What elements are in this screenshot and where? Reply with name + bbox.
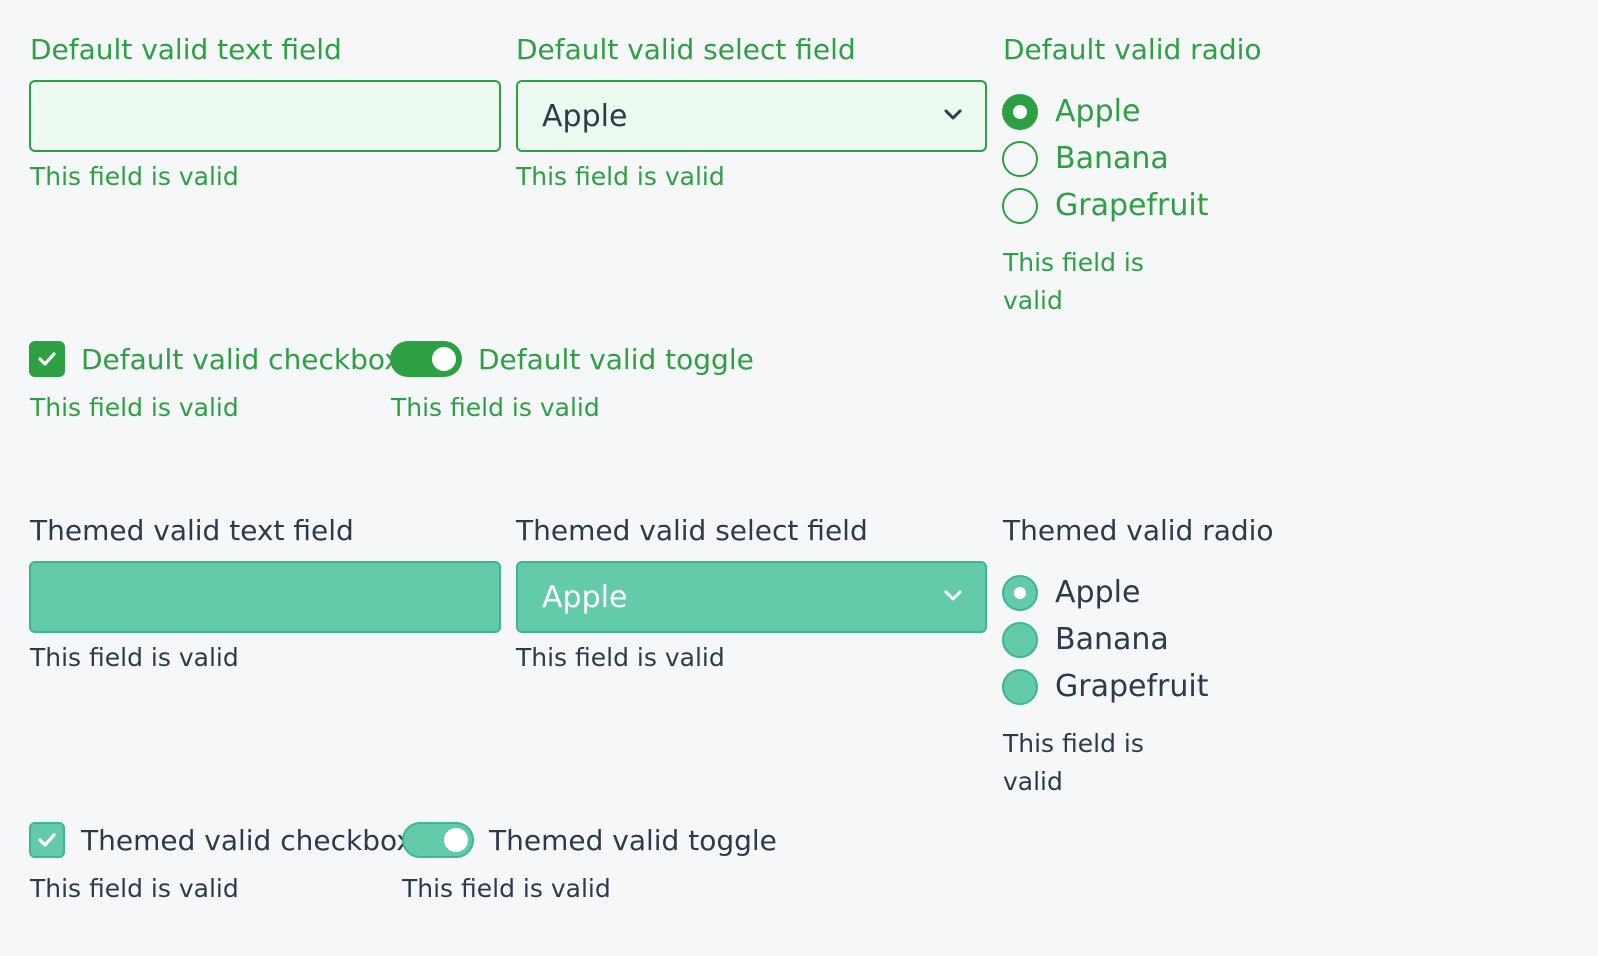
default-text-field-input[interactable] <box>29 80 501 152</box>
default-radio-label: Default valid radio <box>1003 33 1262 66</box>
themed-text-field-label: Themed valid text field <box>30 514 354 547</box>
default-radio-banana[interactable] <box>1002 141 1038 177</box>
default-select-value: Apple <box>542 99 628 134</box>
default-select-field[interactable]: Apple <box>516 80 987 152</box>
check-icon <box>38 833 56 847</box>
default-toggle-help: This field is valid <box>391 393 600 422</box>
themed-text-field-help: This field is valid <box>30 643 239 672</box>
themed-radio-label: Themed valid radio <box>1003 514 1274 547</box>
toggle-knob <box>432 347 456 371</box>
default-select-field-label: Default valid select field <box>516 33 856 66</box>
themed-toggle[interactable] <box>402 822 474 858</box>
default-checkbox[interactable] <box>29 341 65 377</box>
default-checkbox-help: This field is valid <box>30 393 239 422</box>
themed-checkbox-label: Themed valid checkbox <box>81 824 413 857</box>
default-radio-banana-label: Banana <box>1055 141 1169 176</box>
check-icon <box>38 352 56 366</box>
default-checkbox-label: Default valid checkbox <box>81 343 401 376</box>
themed-toggle-help: This field is valid <box>402 874 611 903</box>
themed-checkbox-help: This field is valid <box>30 874 239 903</box>
themed-radio-grapefruit-label: Grapefruit <box>1055 669 1209 704</box>
themed-select-value: Apple <box>542 580 628 615</box>
themed-checkbox[interactable] <box>29 822 65 858</box>
themed-radio-banana-label: Banana <box>1055 622 1169 657</box>
themed-toggle-label: Themed valid toggle <box>489 824 777 857</box>
default-toggle[interactable] <box>390 341 462 377</box>
default-radio-apple-label: Apple <box>1055 94 1141 129</box>
themed-select-field-help: This field is valid <box>516 643 725 672</box>
themed-select-field[interactable]: Apple <box>516 561 987 633</box>
themed-select-field-label: Themed valid select field <box>516 514 868 547</box>
themed-text-field-input[interactable] <box>29 561 501 633</box>
default-radio-grapefruit-label: Grapefruit <box>1055 188 1209 223</box>
default-select-field-help: This field is valid <box>516 162 725 191</box>
themed-radio-grapefruit[interactable] <box>1002 669 1038 705</box>
chevron-down-icon <box>944 109 962 120</box>
chevron-down-icon <box>944 590 962 601</box>
radio-selected-icon <box>1002 94 1038 130</box>
default-radio-apple[interactable] <box>1002 94 1038 130</box>
themed-radio-apple[interactable] <box>1002 575 1038 611</box>
toggle-knob <box>444 828 468 852</box>
default-text-field-label: Default valid text field <box>30 33 342 66</box>
default-text-field-help: This field is valid <box>30 162 239 191</box>
default-radio-grapefruit[interactable] <box>1002 188 1038 224</box>
themed-radio-help: This field is valid <box>1003 729 1144 796</box>
default-radio-help: This field is valid <box>1003 248 1144 315</box>
themed-radio-apple-label: Apple <box>1055 575 1141 610</box>
default-toggle-label: Default valid toggle <box>478 343 754 376</box>
themed-radio-banana[interactable] <box>1002 622 1038 658</box>
